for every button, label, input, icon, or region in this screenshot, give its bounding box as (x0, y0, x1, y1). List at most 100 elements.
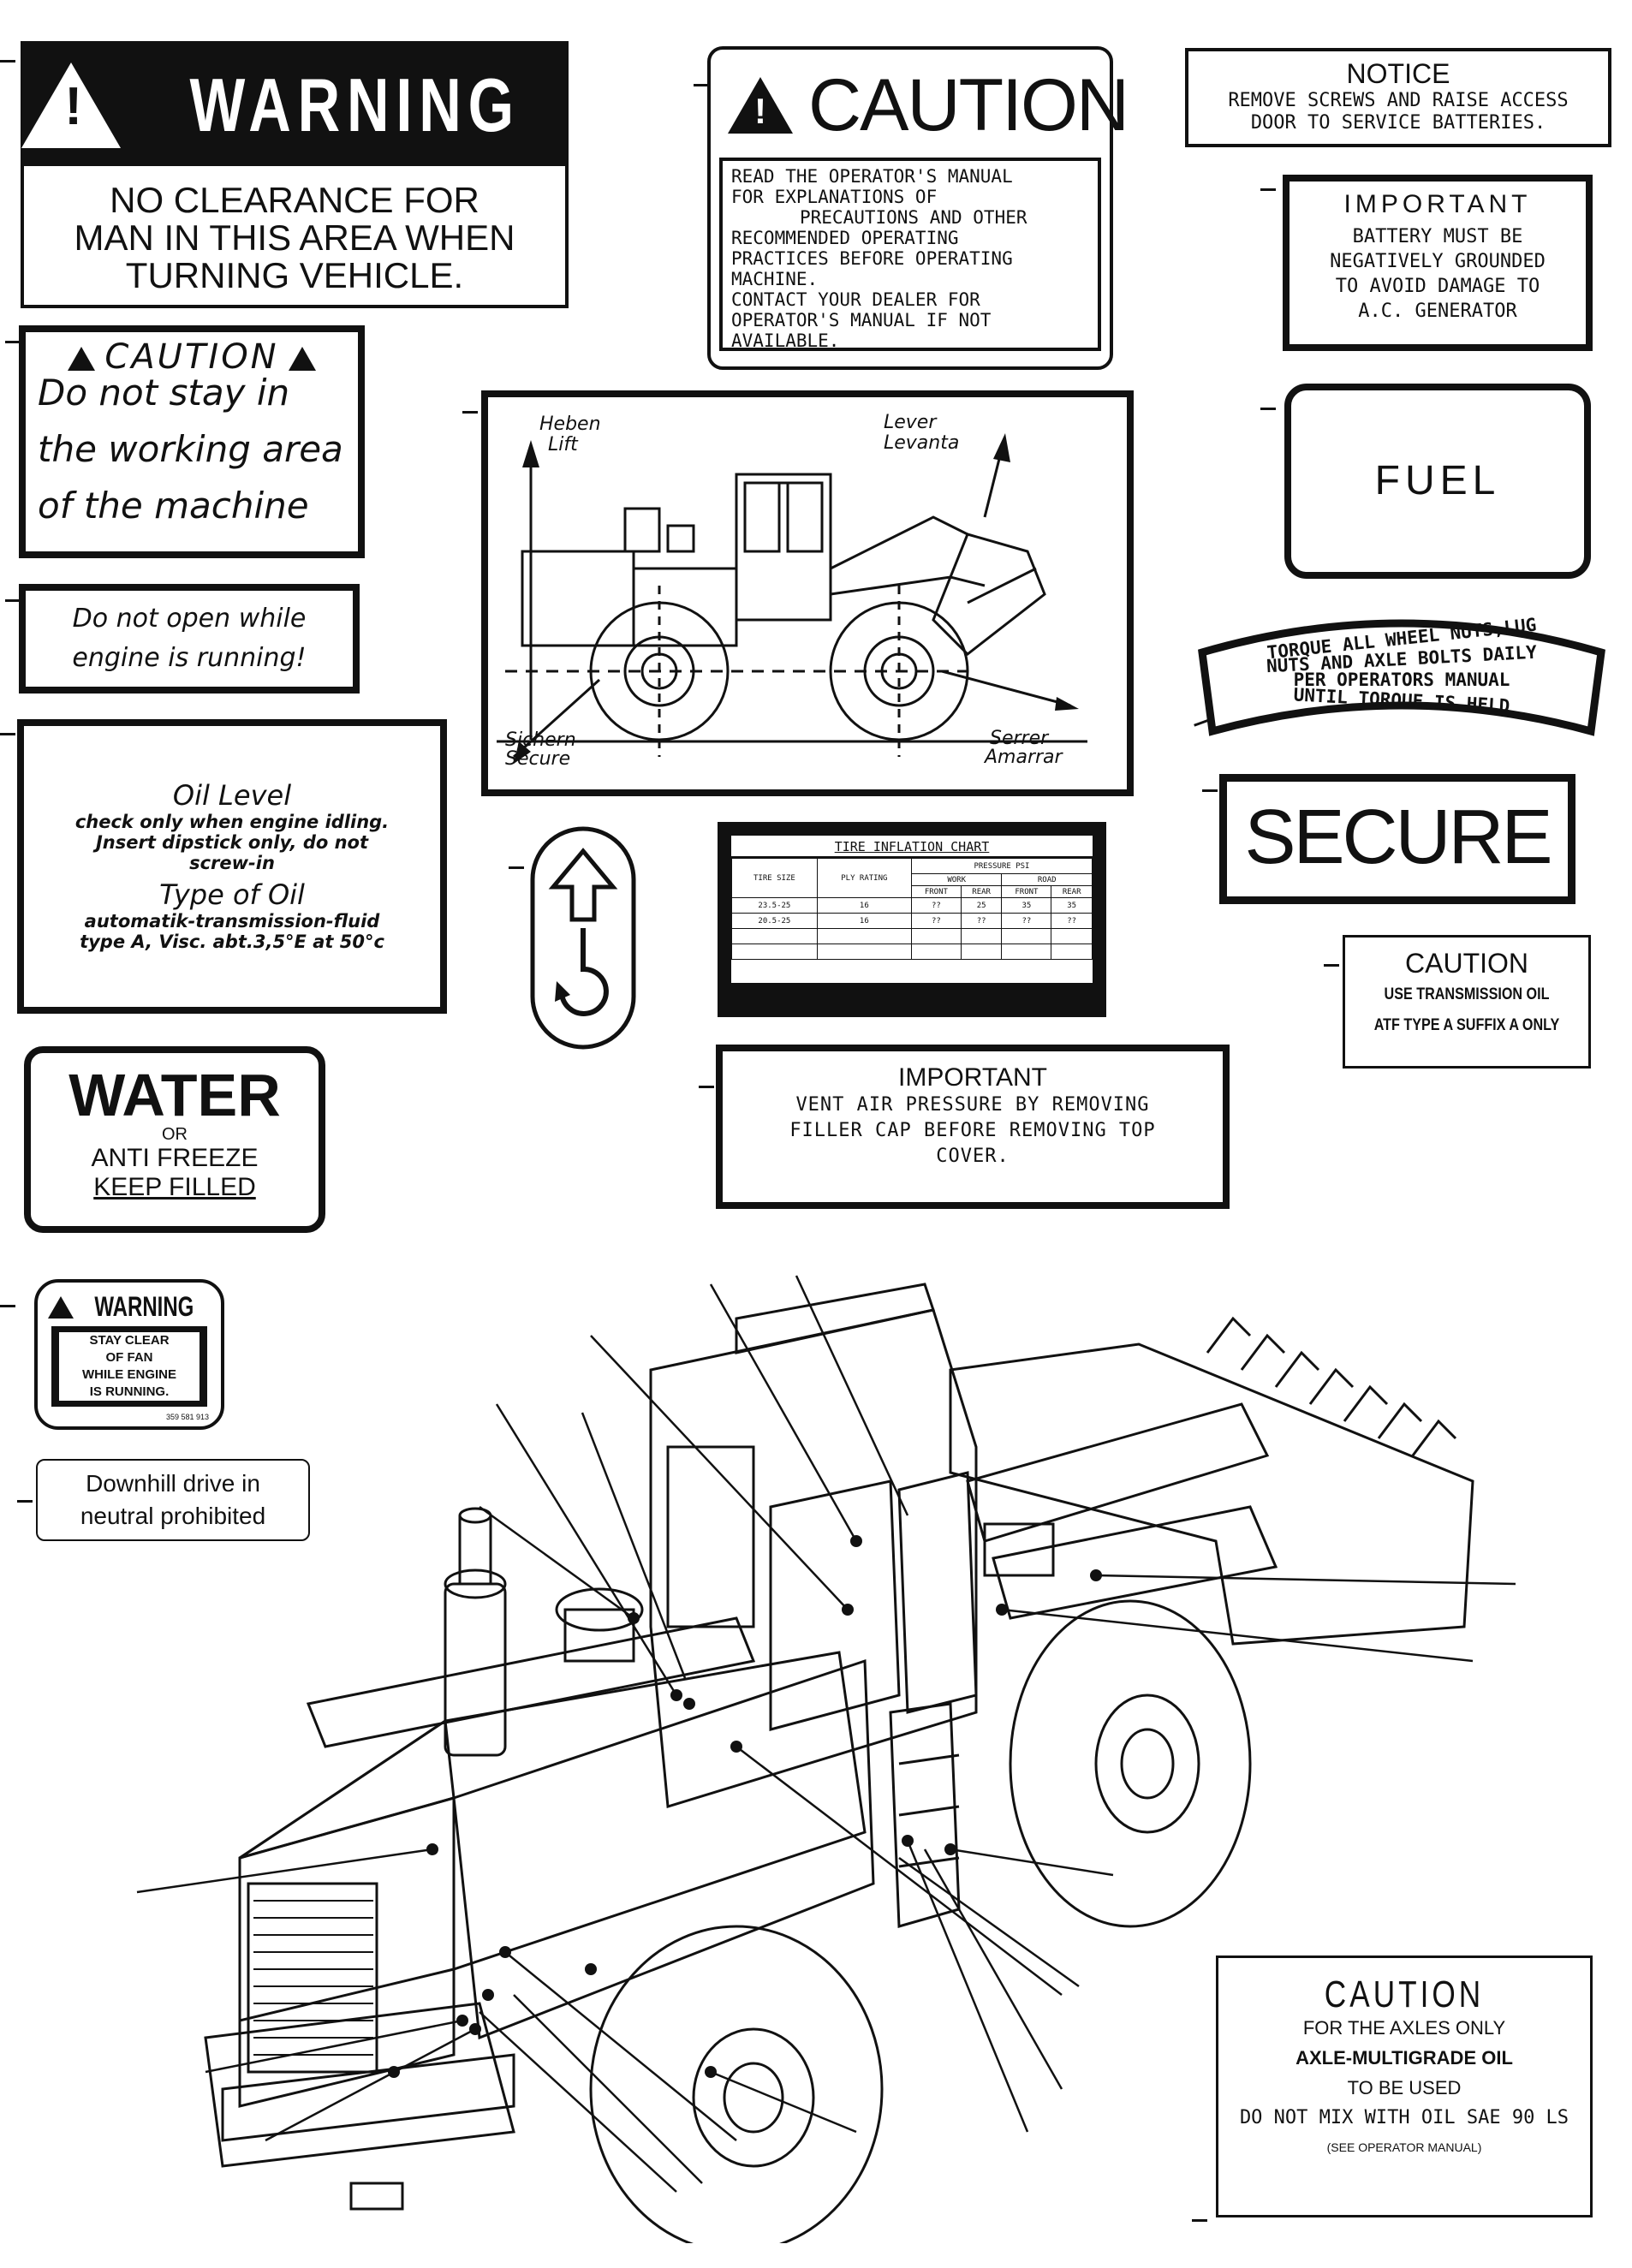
table-cell: 20.5-25 (731, 913, 818, 929)
table-cell: ?? (960, 913, 1003, 929)
caution-working-line: of the machine (38, 485, 309, 527)
caution-axles-line: AXLE-MULTIGRADE OIL (1295, 2047, 1513, 2069)
warning-fan-line: OF FAN (105, 1350, 153, 1365)
secure-decal: SECURE (1219, 774, 1575, 904)
heben-label: Heben (539, 414, 601, 435)
lift-label: Lift (548, 434, 578, 455)
lift-point-hook-decal (529, 825, 637, 1051)
caution-axles-line: TO BE USED (1347, 2077, 1462, 2098)
important-line: BATTERY MUST BE (1352, 226, 1523, 247)
warning-fan-line: WHILE ENGINE (81, 1367, 176, 1382)
caution-manual-decal: ! CAUTION READ THE OPERATOR'S MANUAL FOR… (707, 46, 1129, 370)
important-line: TO AVOID DAMAGE TO (1335, 276, 1540, 297)
oil-type-line: type A, Visc. abt.3,5°E at 50°c (80, 932, 384, 952)
do-not-open-line: engine is running! (72, 643, 307, 673)
important-vent-line: FILLER CAP BEFORE REMOVING TOP (789, 1120, 1156, 1141)
caution-header-text: CAUTION (808, 63, 1129, 146)
caution-working-line: the working area (38, 428, 343, 470)
table-cell: ?? (1001, 913, 1052, 929)
caution-transmission-header: CAUTION (1405, 948, 1528, 979)
important-vent-line: VENT AIR PRESSURE BY REMOVING (795, 1094, 1150, 1116)
road-header: ROAD (1001, 873, 1093, 886)
water-or-text: OR (162, 1125, 188, 1144)
hook-arrow-icon (530, 826, 636, 1050)
oil-level-title: Oil Level (172, 779, 292, 812)
tire-size-header: TIRE SIZE (731, 858, 818, 898)
caution-line: OPERATOR'S MANUAL IF NOT (731, 310, 992, 330)
oil-type-line: automatik-transmission-fluid (84, 911, 380, 932)
caution-header-text: CAUTION (104, 337, 279, 377)
caution-axles-decal: CAUTION FOR THE AXLES ONLY AXLE-MULTIGRA… (1216, 1955, 1593, 2217)
torque-decal: TORQUE ALL WHEEL NUTS,LUG NUTS AND AXLE … (1190, 611, 1613, 740)
keep-filled-text: KEEP FILLED (93, 1173, 256, 1201)
table-cell: 23.5-25 (731, 897, 818, 914)
caution-triangle-icon: ! (728, 77, 793, 134)
warning-line: TURNING VEHICLE. (125, 255, 464, 295)
warning-line: MAN IN THIS AREA WHEN (74, 217, 515, 258)
downhill-line: neutral prohibited (80, 1503, 266, 1529)
important-line: A.C. GENERATOR (1358, 301, 1517, 322)
table-row: 20.5-25 16 ?? ?? ?? ?? (731, 913, 1093, 929)
caution-line: RECOMMENDED OPERATING (731, 228, 959, 248)
pressure-header: PRESSURE PSI (910, 858, 1093, 874)
warning-fan-line: STAY CLEAR (89, 1333, 170, 1348)
tire-chart-title: TIRE INFLATION CHART (731, 836, 1093, 858)
important-line: NEGATIVELY GROUNDED (1330, 251, 1546, 272)
caution-axles-line: (SEE OPERATOR MANUAL) (1326, 2140, 1482, 2154)
water-decal: WATER OR ANTI FREEZE KEEP FILLED (24, 1046, 325, 1233)
warning-fan-line: IS RUNNING. (89, 1384, 170, 1399)
caution-line: PRECAUTIONS AND OTHER (800, 207, 1027, 228)
caution-triangle-icon (68, 347, 96, 372)
secure-label: Secure (505, 748, 571, 770)
important-vent-header: IMPORTANT (898, 1063, 1047, 1092)
oil-level-line: Jnsert dipstick only, do not (95, 832, 369, 853)
sub-header: FRONT (1001, 885, 1052, 898)
lift-secure-diagram-decal: Heben Lift Lever Levanta Sichern Secure … (481, 390, 1134, 796)
table-cell: 35 (1051, 897, 1093, 914)
table-cell: 35 (1001, 897, 1052, 914)
levanta-label: Levanta (884, 432, 960, 454)
secure-text: SECURE (1244, 795, 1552, 880)
loader-side-view (497, 433, 1087, 764)
work-header: WORK (910, 873, 1003, 886)
caution-line: READ THE OPERATOR'S MANUAL (731, 166, 1013, 187)
warning-line: NO CLEARANCE FOR (110, 180, 479, 220)
caution-axles-header: CAUTION (1324, 1973, 1485, 2015)
downhill-line: Downhill drive in (86, 1470, 260, 1497)
caution-line: AVAILABLE. (731, 330, 840, 351)
important-vent-line: COVER. (936, 1146, 1010, 1167)
torque-line: PER OPERATORS MANUAL (1293, 670, 1510, 690)
anti-freeze-text: ANTI FREEZE (91, 1144, 259, 1172)
caution-working-line: Do not stay in (38, 372, 290, 414)
sub-header: REAR (960, 885, 1003, 898)
warning-fan-header: WARNING (94, 1291, 194, 1322)
do-not-open-decal: Do not open while engine is running! (19, 584, 360, 693)
caution-transmission-line: USE TRANSMISSION OIL (1384, 985, 1550, 1003)
type-of-oil-title: Type of Oil (159, 878, 305, 911)
caution-line: MACHINE. (731, 269, 819, 289)
oil-level-decal: Oil Level check only when engine idling.… (17, 719, 447, 1014)
caution-axles-line: DO NOT MIX WITH OIL SAE 90 LS (1239, 2107, 1569, 2128)
caution-transmission-line: ATF TYPE A SUFFIX A ONLY (1373, 1016, 1560, 1034)
caution-line: PRACTICES BEFORE OPERATING (731, 248, 1013, 269)
notice-batteries-decal: NOTICE REMOVE SCREWS AND RAISE ACCESS DO… (1185, 48, 1611, 147)
important-header: IMPORTANT (1343, 190, 1532, 218)
table-cell: 25 (960, 897, 1003, 914)
warning-triangle-icon (48, 1295, 74, 1319)
notice-line: DOOR TO SERVICE BATTERIES. (1250, 112, 1546, 134)
do-not-open-line: Do not open while (72, 604, 307, 634)
sichern-label: Sichern (505, 729, 576, 751)
table-cell: ?? (910, 913, 962, 929)
warning-header-text: WARNING (189, 63, 521, 147)
caution-transmission-decal: CAUTION USE TRANSMISSION OIL ATF TYPE A … (1343, 935, 1591, 1069)
table-row: 23.5-25 16 ?? 25 35 35 (731, 897, 1093, 914)
important-vent-decal: IMPORTANT VENT AIR PRESSURE BY REMOVING … (716, 1045, 1230, 1209)
sub-header: REAR (1051, 885, 1093, 898)
caution-line: FOR EXPLANATIONS OF (731, 187, 938, 207)
table-cell: 16 (816, 913, 912, 929)
lever-label: Lever (884, 412, 937, 433)
wheel-loader-drawing (136, 1275, 1516, 2243)
water-text: WATER (68, 1062, 281, 1128)
important-battery-decal: IMPORTANT BATTERY MUST BE NEGATIVELY GRO… (1283, 175, 1593, 351)
notice-line: REMOVE SCREWS AND RAISE ACCESS (1228, 90, 1569, 111)
